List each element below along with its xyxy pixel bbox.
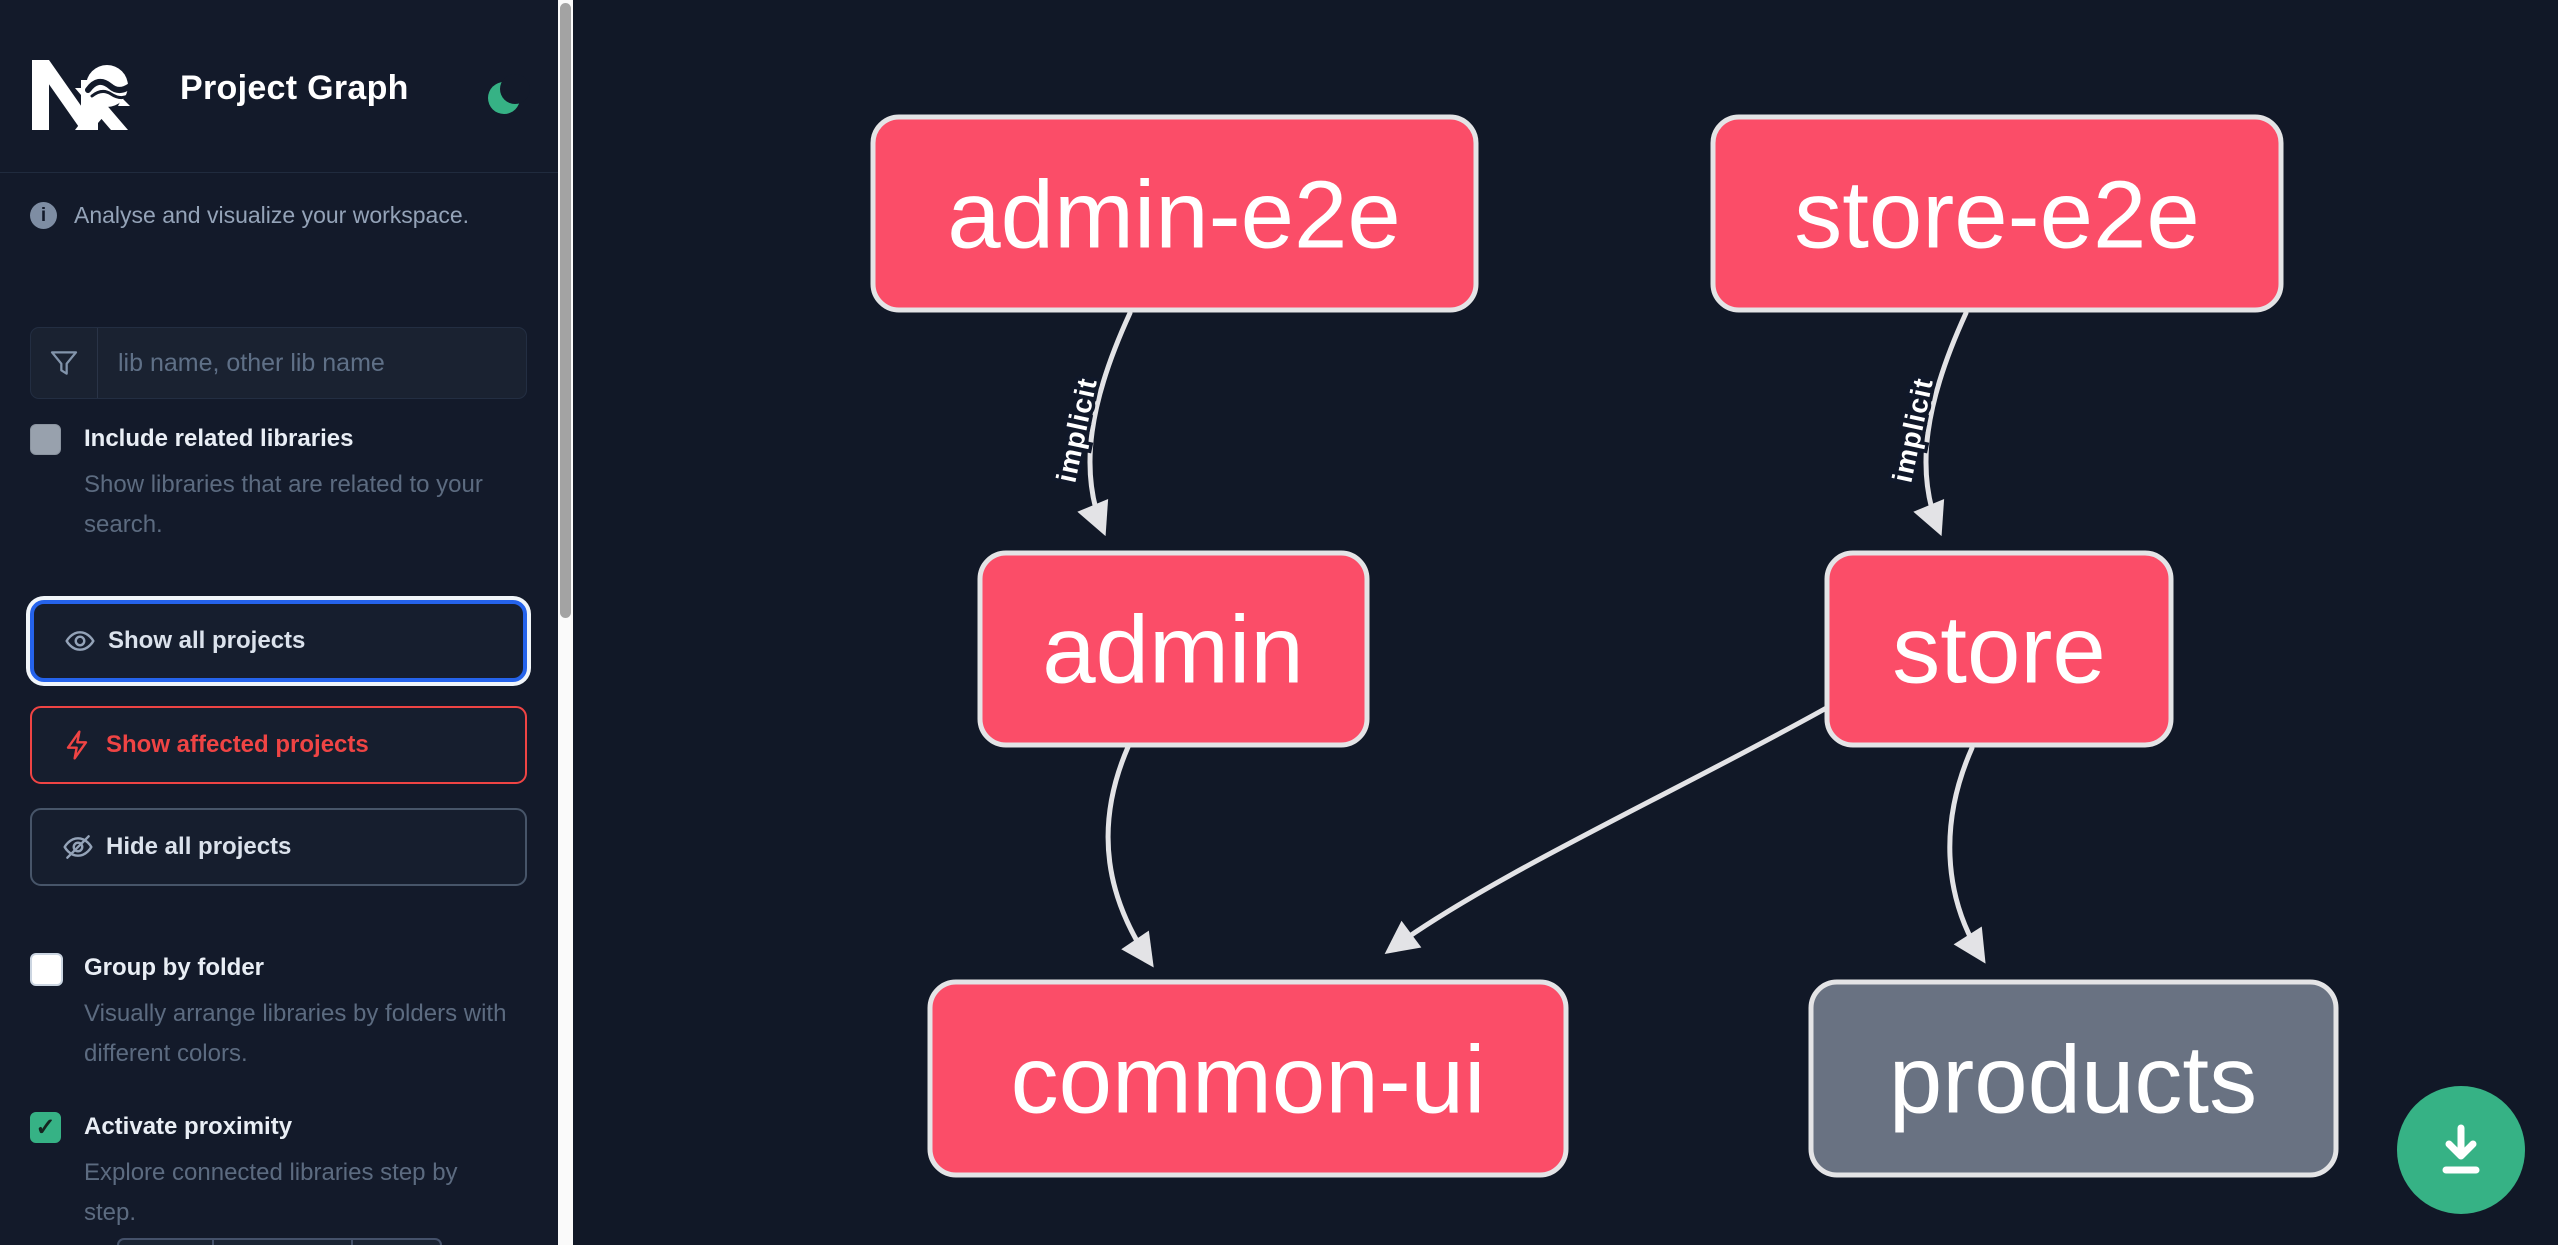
node-common-ui[interactable]: common-ui [927, 979, 1569, 1178]
svg-text:common-ui: common-ui [1011, 1027, 1486, 1134]
group-by-folder-label: Group by folder [84, 954, 264, 981]
hide-all-projects-label: Hide all projects [106, 833, 292, 860]
edge-store-e2e-store [1913, 310, 1969, 537]
group-by-folder-row: Group by folder Visually arrange librari… [30, 953, 530, 1073]
page-title: Project Graph [180, 69, 409, 107]
edge-label-implicit: implicit [1887, 375, 1939, 485]
activate-proximity-label: Activate proximity [84, 1113, 293, 1140]
activate-proximity-row: ✓ Activate proximity Explore connected l… [30, 1112, 530, 1237]
svg-text:admin-e2e: admin-e2e [947, 162, 1401, 269]
sidebar-scrollbar-track [558, 0, 573, 1245]
sidebar: Project Graph i Analyse and visualize yo… [0, 0, 558, 1245]
sidebar-scrollbar-thumb[interactable] [560, 3, 571, 618]
tagline-text: Analyse and visualize your workspace. [74, 202, 470, 228]
edge-store-products [1947, 745, 1986, 964]
node-store[interactable]: store [1824, 550, 2174, 748]
include-related-label: Include related libraries [84, 425, 354, 452]
edge-label-implicit: implicit [1051, 375, 1103, 485]
proximity-stepper-cutoff[interactable] [117, 1238, 442, 1245]
download-icon [2442, 1124, 2480, 1174]
include-related-checkbox[interactable] [30, 424, 61, 455]
activate-proximity-checkbox[interactable]: ✓ [30, 1112, 61, 1143]
include-related-row: Include related libraries Show libraries… [30, 424, 530, 554]
show-all-projects-label: Show all projects [108, 627, 306, 654]
tagline-row: i Analyse and visualize your workspace. [30, 202, 469, 229]
activate-proximity-description: Explore connected libraries step by step… [84, 1159, 458, 1226]
include-related-description: Show libraries that are related to your … [84, 471, 483, 538]
eye-icon [65, 631, 95, 651]
show-affected-projects-label: Show affected projects [106, 731, 369, 758]
hide-all-projects-button[interactable]: Hide all projects [30, 808, 527, 886]
node-admin-e2e[interactable]: admin-e2e [870, 114, 1479, 313]
svg-text:admin: admin [1042, 597, 1303, 704]
group-by-folder-description: Visually arrange libraries by folders wi… [84, 1000, 507, 1067]
nx-logo [32, 60, 130, 130]
search-box [30, 327, 527, 399]
node-admin[interactable]: admin [977, 550, 1370, 748]
show-affected-projects-button[interactable]: Show affected projects [30, 706, 527, 784]
download-graph-button[interactable] [2397, 1086, 2525, 1214]
info-icon: i [30, 202, 57, 229]
node-store-e2e[interactable]: store-e2e [1710, 114, 2284, 313]
svg-text:products: products [1889, 1027, 2257, 1134]
node-products[interactable]: products [1808, 979, 2339, 1178]
sidebar-header: Project Graph [0, 0, 558, 173]
svg-text:store: store [1892, 597, 2105, 704]
bolt-icon [66, 730, 88, 760]
filter-icon [31, 328, 98, 398]
svg-text:store-e2e: store-e2e [1794, 162, 2200, 269]
edge-admin-common-ui [1105, 744, 1154, 968]
search-input[interactable] [98, 328, 526, 398]
edge-admin-e2e-admin [1077, 310, 1133, 537]
eye-off-icon [63, 835, 93, 859]
theme-toggle-button[interactable] [468, 60, 530, 114]
group-by-folder-checkbox[interactable] [30, 953, 63, 986]
show-all-projects-button[interactable]: Show all projects [30, 600, 527, 682]
edge-store-common-ui [1384, 703, 1833, 954]
